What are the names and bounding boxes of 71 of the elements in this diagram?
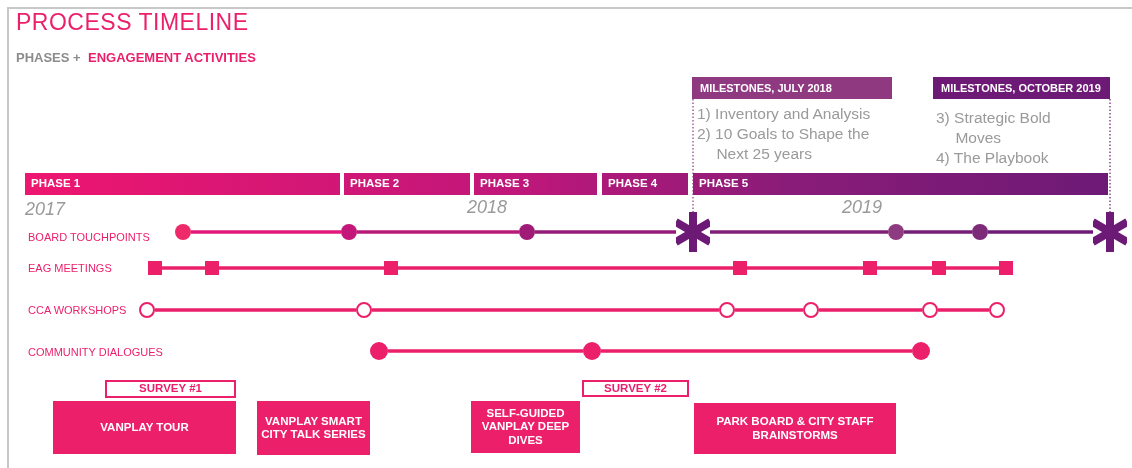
- timeline-line: [877, 266, 932, 270]
- timeline-line: [191, 230, 341, 234]
- timeline-line: [388, 349, 583, 353]
- timeline-line: [938, 308, 989, 312]
- year-label: 2018: [467, 197, 508, 218]
- timeline-line: [710, 230, 888, 234]
- phase-bar: PHASE 1: [25, 173, 340, 195]
- year-label: 2017: [25, 199, 66, 220]
- timeline-line: [946, 266, 999, 270]
- subtitle: ENGAGEMENT ACTIVITIES: [88, 50, 256, 65]
- dotted-line: [692, 98, 694, 213]
- track-label: BOARD TOUCHPOINTS: [28, 231, 150, 243]
- touchpoint-dot: [972, 224, 988, 240]
- year-label: 2019: [842, 197, 883, 218]
- phase-bar: PHASE 4: [602, 173, 688, 195]
- phase-bar: PHASE 2: [344, 173, 470, 195]
- survey-tag: SURVEY #2: [582, 380, 689, 397]
- touchpoint-dot: [175, 224, 191, 240]
- touchpoint-dot: [519, 224, 535, 240]
- workshop-ring: [922, 302, 938, 318]
- activity-box: VANPLAY TOUR: [53, 401, 236, 454]
- milestone-asterisk: [1093, 212, 1127, 252]
- timeline-line: [819, 308, 922, 312]
- track-label: EAG MEETINGS: [28, 262, 112, 274]
- timeline-line: [735, 308, 803, 312]
- timeline-line: [535, 230, 676, 234]
- survey-tag: SURVEY #1: [105, 380, 236, 398]
- phase-bar: PHASE 5: [693, 173, 1108, 195]
- meeting-square: [863, 261, 877, 275]
- activity-box: VANPLAY SMART CITY TALK SERIES: [257, 401, 370, 455]
- meeting-square: [733, 261, 747, 275]
- timeline-line: [988, 230, 1093, 234]
- milestone-header: MILESTONES, JULY 2018: [692, 77, 892, 99]
- meeting-square: [148, 261, 162, 275]
- timeline-line: [601, 349, 912, 353]
- timeline-line: [219, 266, 384, 270]
- workshop-ring: [139, 302, 155, 318]
- meeting-square: [932, 261, 946, 275]
- workshop-ring: [803, 302, 819, 318]
- timeline-line: [155, 308, 356, 312]
- title: PROCESS TIMELINE: [16, 9, 249, 36]
- milestone-item: 3) Strategic Bold Moves: [936, 108, 1052, 148]
- timeline-line: [162, 266, 205, 270]
- touchpoint-dot: [888, 224, 904, 240]
- timeline-line: [357, 230, 519, 234]
- track-label: COMMUNITY DIALOGUES: [28, 346, 163, 358]
- activity-box: SELF-GUIDED VANPLAY DEEP DIVES: [471, 401, 580, 453]
- timeline-line: [398, 266, 733, 270]
- dialogue-dot: [583, 342, 601, 360]
- milestone-item: 1) Inventory and Analysis: [697, 104, 872, 124]
- dialogue-dot: [370, 342, 388, 360]
- milestone-asterisk: [676, 212, 710, 252]
- meeting-square: [205, 261, 219, 275]
- workshop-ring: [719, 302, 735, 318]
- meeting-square: [384, 261, 398, 275]
- workshop-ring: [989, 302, 1005, 318]
- activity-box: PARK BOARD & CITY STAFF BRAINSTORMS: [694, 403, 896, 454]
- workshop-ring: [356, 302, 372, 318]
- milestone-header: MILESTONES, OCTOBER 2019: [933, 77, 1110, 99]
- touchpoint-dot: [341, 224, 357, 240]
- timeline-line: [904, 230, 972, 234]
- dotted-line: [1109, 98, 1111, 213]
- timeline-line: [372, 308, 719, 312]
- milestone-item: 2) 10 Goals to Shape the Next 25 years: [697, 124, 871, 164]
- phase-bar: PHASE 3: [474, 173, 597, 195]
- timeline-line: [747, 266, 863, 270]
- dialogue-dot: [912, 342, 930, 360]
- meeting-square: [999, 261, 1013, 275]
- track-label: CCA WORKSHOPS: [28, 304, 127, 316]
- subtitle: PHASES +: [16, 50, 81, 65]
- milestone-item: 4) The Playbook: [936, 148, 1050, 168]
